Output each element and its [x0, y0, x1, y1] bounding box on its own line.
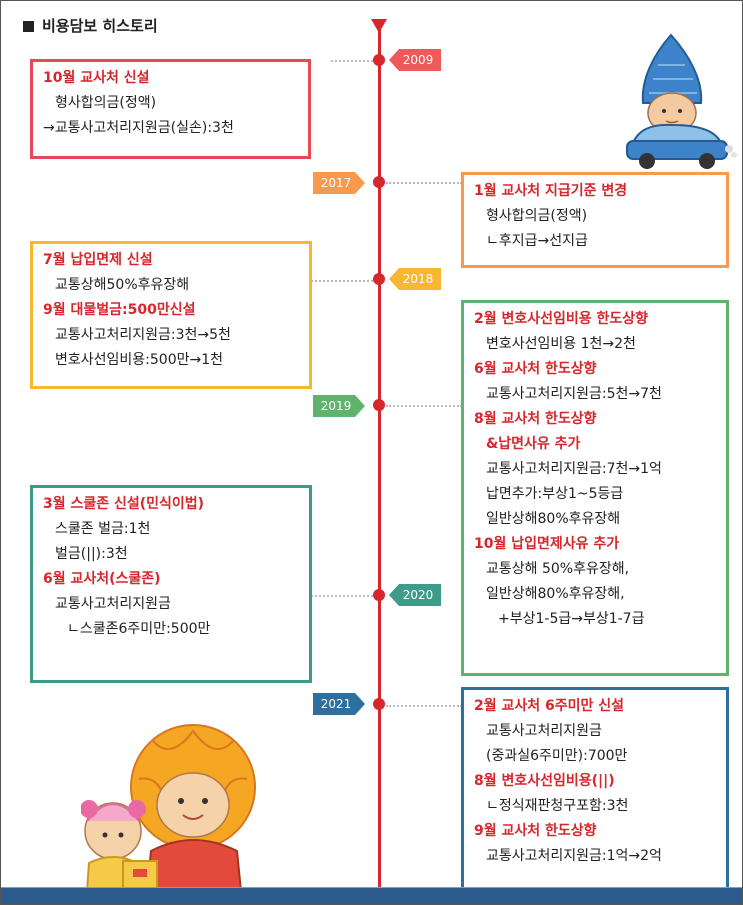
year-tag-2020: 2020 [389, 584, 441, 606]
connector-2020 [311, 595, 377, 597]
connector-2009 [331, 60, 377, 62]
connector-2017 [386, 182, 462, 184]
timeline-dot-2019 [373, 399, 385, 411]
timeline-dot-2018 [373, 273, 385, 285]
event-detail: 교통사고처리지원금 [55, 596, 171, 612]
event-detail: 교통사고처리지원금:7천→1억 [486, 461, 662, 477]
event-heading: 2월 변호사선임비용 한도상향 [474, 311, 649, 327]
square-bullet-icon [23, 21, 34, 32]
timeline-line [378, 23, 381, 904]
connector-2021 [386, 705, 462, 707]
event-detail: 납면추가:부상1~5등급 [486, 486, 624, 502]
event-detail: 변호사선임비용 1천→2천 [486, 336, 636, 352]
year-tag-2017: 2017 [313, 172, 365, 194]
event-heading: 9월 교사처 한도상향 [474, 823, 597, 839]
event-detail: 교통상해 50%후유장해, [486, 561, 630, 577]
event-heading: 2월 교사처 6주미만 신설 [474, 698, 625, 714]
event-detail: 교통상해50%후유장해 [55, 277, 190, 293]
event-heading: 8월 변호사선임비용(||) [474, 773, 615, 789]
event-heading: 9월 대물벌금:500만신설 [43, 302, 196, 318]
event-detail: 일반상해80%후유장해, [486, 586, 625, 602]
event-detail: 벌금(||):3천 [55, 546, 128, 562]
event-heading: &납면사유 추가 [486, 436, 581, 452]
event-heading: 10월 교사처 신설 [43, 70, 150, 86]
mascot-car-illustration [626, 33, 737, 169]
event-detail: (중과실6주미만):700만 [486, 748, 628, 764]
event-heading: 3월 스쿨존 신설(민식이법) [43, 496, 205, 512]
timeline-dot-2017 [373, 176, 385, 188]
title-text: 비용담보 히스토리 [42, 17, 158, 35]
event-heading: 6월 교사처 한도상향 [474, 361, 597, 377]
event-detail: 형사합의금(정액) [55, 95, 157, 111]
event-detail: 형사합의금(정액) [486, 208, 588, 224]
event-detail: 교통사고처리지원금:5천→7천 [486, 386, 662, 402]
connector-2018 [311, 280, 377, 282]
event-detail: 교통사고처리지원금:1억→2억 [486, 848, 662, 864]
page-title: 비용담보 히스토리 [23, 15, 158, 36]
connector-2019 [386, 405, 462, 407]
event-detail: ㄴ스쿨존6주미만:500만 [67, 621, 211, 637]
event-detail: 교통사고처리지원금:3천→5천 [55, 327, 231, 343]
event-detail: 변호사선임비용:500만→1천 [55, 352, 223, 368]
year-tag-2009: 2009 [389, 49, 441, 71]
timeline-dot-2009 [373, 54, 385, 66]
year-tag-2021: 2021 [313, 693, 365, 715]
footer-bar [1, 888, 742, 904]
year-tag-2018: 2018 [389, 268, 441, 290]
arrow-down-icon [371, 19, 387, 33]
event-heading: 8월 교사처 한도상향 [474, 411, 597, 427]
event-detail: 일반상해80%후유장해 [486, 511, 621, 527]
event-heading: 7월 납입면제 신설 [43, 252, 153, 268]
year-tag-2019: 2019 [313, 395, 365, 417]
timeline-dot-2020 [373, 589, 385, 601]
event-detail: ㄴ정식재판청구포함:3천 [486, 798, 629, 814]
event-heading: 10월 납입면제사유 추가 [474, 536, 620, 552]
mascot-sun-illustration [81, 724, 256, 891]
event-detail: ㄴ후지급→선지급 [486, 233, 588, 249]
timeline-dot-2021 [373, 698, 385, 710]
event-detail: →교통사고처리지원금(실손):3천 [43, 120, 234, 136]
event-detail: 스쿨존 벌금:1천 [55, 521, 151, 537]
event-detail: +부상1-5급→부상1-7급 [498, 611, 645, 627]
event-heading: 6월 교사처(스쿨존) [43, 571, 161, 587]
event-detail: 교통사고처리지원금 [486, 723, 602, 739]
event-heading: 1월 교사처 지급기준 변경 [474, 183, 628, 199]
